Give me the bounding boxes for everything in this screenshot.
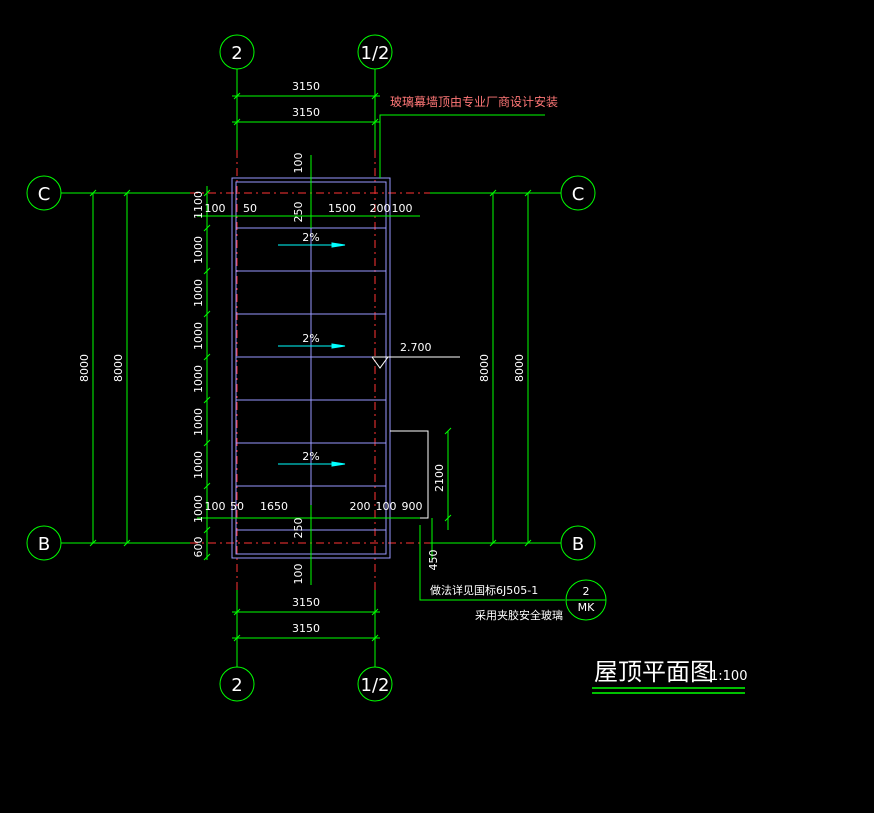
dim-top-row-4: 200 bbox=[370, 202, 391, 215]
canopy-outline bbox=[371, 356, 460, 519]
dim-bottom-inner: 3150 bbox=[292, 596, 320, 609]
dim-top-row-3: 1500 bbox=[328, 202, 356, 215]
glass-curtain-note: 玻璃幕墙顶由专业厂商设计安装 bbox=[390, 94, 558, 109]
dim-top-row-2: 250 bbox=[292, 202, 305, 223]
dim-bottom-row-0: 100 bbox=[205, 500, 226, 513]
dimension-ticks bbox=[89, 92, 532, 642]
dim-bottom-row-4: 100 bbox=[376, 500, 397, 513]
axis-label-half-bottom: 1/2 bbox=[361, 675, 390, 696]
dim-left-4: 1000 bbox=[192, 365, 205, 393]
title-underline bbox=[592, 687, 745, 694]
dim-step-height: 2100 bbox=[433, 464, 446, 492]
slope-label-3: 2% bbox=[302, 450, 319, 463]
glass-note: 采用夹胶安全玻璃 bbox=[475, 608, 563, 622]
dim-left-2: 1000 bbox=[192, 279, 205, 307]
detail-sheet: MK bbox=[578, 601, 595, 614]
dim-top-inner: 3150 bbox=[292, 106, 320, 119]
dim-left-1: 1000 bbox=[192, 236, 205, 264]
dim-left-7: 1000 bbox=[192, 495, 205, 523]
slope-label-1: 2% bbox=[302, 231, 319, 244]
drawing-title: 屋顶平面图 bbox=[594, 658, 714, 686]
dim-bottom-row-3: 200 bbox=[350, 500, 371, 513]
axis-label-half-top: 1/2 bbox=[361, 43, 390, 64]
elevation-label: 2.700 bbox=[400, 341, 432, 354]
dim-top-outer: 3150 bbox=[292, 80, 320, 93]
dim-left-3: 1000 bbox=[192, 322, 205, 350]
dim-left-5: 1000 bbox=[192, 408, 205, 436]
dim-top-row-1: 50 bbox=[243, 202, 257, 215]
dim-bottom-row-1: 50 bbox=[230, 500, 244, 513]
dim-left-total-outer: 8000 bbox=[78, 354, 91, 382]
axis-bubbles bbox=[26, 34, 596, 702]
dim-left-6: 1000 bbox=[192, 451, 205, 479]
axis-label-c-right: C bbox=[572, 184, 585, 205]
dim-bottom-row-2: 1650 bbox=[260, 500, 288, 513]
dimension-lines bbox=[92, 95, 529, 639]
dim-right-total-outer: 8000 bbox=[513, 354, 526, 382]
dim-right-total-inner: 8000 bbox=[478, 354, 491, 382]
axis-label-b-right: B bbox=[572, 534, 584, 555]
dim-bottom-gap: 100 bbox=[292, 564, 305, 585]
detail-number: 2 bbox=[583, 585, 590, 598]
dim-left-8: 600 bbox=[192, 537, 205, 558]
slope-arrows bbox=[278, 242, 346, 467]
dim-bottom-row-5: 900 bbox=[402, 500, 423, 513]
dim-left-0: 1100 bbox=[192, 191, 205, 219]
dim-top-row-0: 100 bbox=[205, 202, 226, 215]
dim-left-total-inner: 8000 bbox=[112, 354, 125, 382]
axis-label-b-left: B bbox=[38, 534, 50, 555]
dim-bottom-450: 450 bbox=[427, 550, 440, 571]
slope-label-2: 2% bbox=[302, 332, 319, 345]
axis-label-c-left: C bbox=[38, 184, 51, 205]
axis-label-2-bottom: 2 bbox=[231, 675, 242, 696]
note-leaders bbox=[379, 114, 607, 621]
drawing-scale: 1:100 bbox=[710, 669, 747, 684]
axis-label-2-top: 2 bbox=[231, 43, 242, 64]
dim-top-row-5: 100 bbox=[392, 202, 413, 215]
dim-bottom-250: 250 bbox=[292, 518, 305, 539]
dim-bottom-outer: 3150 bbox=[292, 622, 320, 635]
dim-top-gap: 100 bbox=[292, 153, 305, 174]
detail-reference-note: 做法详见国标6J505-1 bbox=[430, 583, 538, 597]
